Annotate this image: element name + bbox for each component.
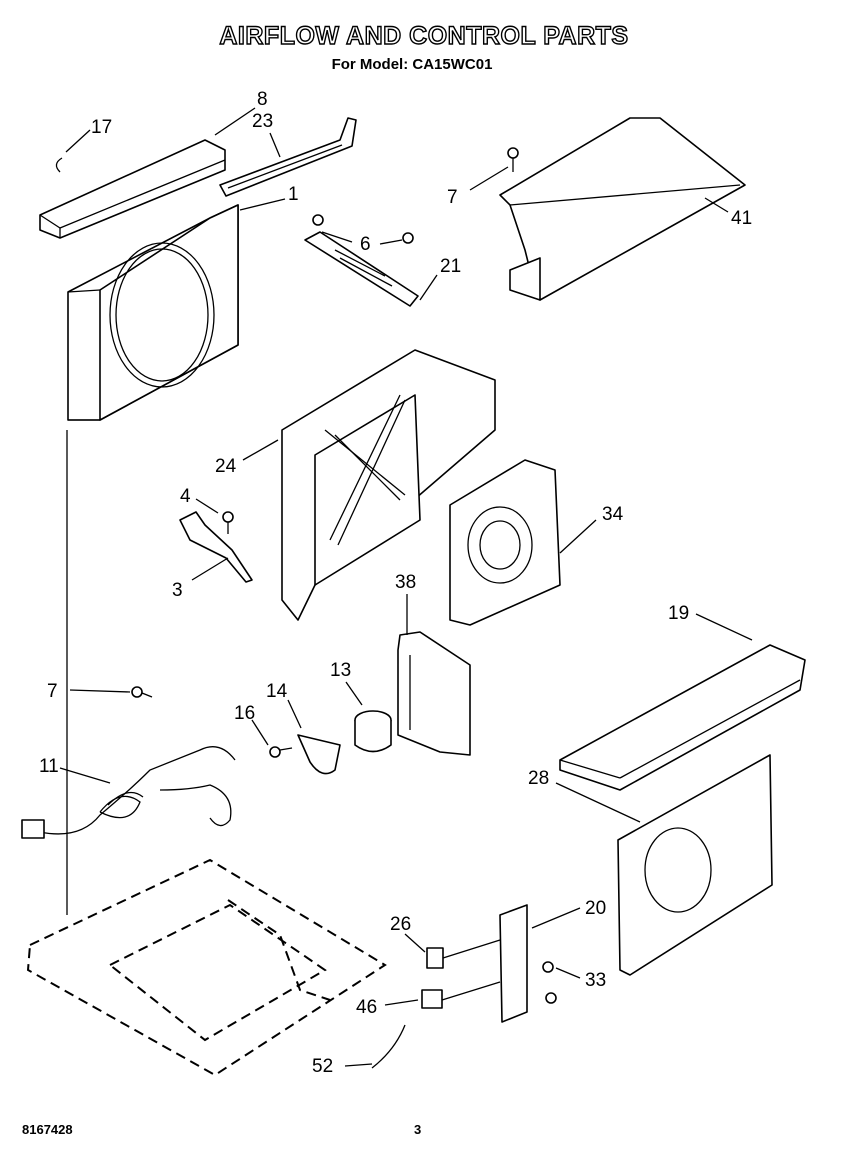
part-41-top-cover: [499, 117, 746, 301]
callout-46: 46: [356, 997, 377, 1018]
part-23-seal-strip: [219, 117, 357, 197]
callout-6: 6: [360, 234, 371, 255]
leader-lines: [59, 107, 753, 1067]
part-38-capacitor-bracket: [397, 631, 471, 756]
callout-17: 17: [91, 117, 112, 138]
base-pan-outline: [26, 858, 387, 1077]
page-number: 3: [414, 1122, 422, 1137]
part-6-screws: [312, 214, 414, 244]
part-33-screws: [542, 961, 557, 1004]
callout-28: 28: [528, 768, 549, 789]
part-7-screw-left: [131, 686, 153, 698]
callout-21: 21: [440, 256, 461, 277]
callout-3: 3: [172, 580, 183, 601]
part-34-blower-housing: [449, 459, 561, 626]
callout-7-top: 7: [447, 187, 458, 208]
callout-23: 23: [252, 111, 273, 132]
part-11-power-cord: [21, 746, 236, 839]
model-subtitle: For Model: CA15WC01: [331, 56, 493, 73]
callout-13: 13: [330, 660, 351, 681]
part-52-drain-tube: [371, 1024, 406, 1069]
callout-11: 11: [39, 756, 59, 777]
callout-1: 1: [288, 184, 299, 205]
part-19-support-rail: [559, 644, 806, 791]
callout-4: 4: [180, 486, 191, 507]
part-16-screw: [269, 746, 293, 758]
callout-8: 8: [257, 89, 268, 110]
part-21-mounting-bracket: [304, 231, 419, 307]
part-24-housing: [281, 349, 496, 621]
callout-52: 52: [312, 1056, 333, 1077]
page-title: AIRFLOW AND CONTROL PARTS: [219, 21, 629, 50]
callout-16: 16: [234, 703, 255, 724]
callout-26: 26: [390, 914, 411, 935]
document-number: 8167428: [22, 1122, 73, 1137]
part-7-screw-top: [507, 147, 519, 172]
part-28-condenser-shroud: [617, 754, 773, 976]
part-14-strap: [297, 734, 341, 775]
callout-38: 38: [395, 572, 416, 593]
part-3-clip-bracket: [179, 511, 253, 583]
part-20-control-bracket: [499, 904, 528, 1023]
callout-7-left: 7: [47, 681, 58, 702]
part-13-capacitor: [354, 710, 392, 753]
part-17-clip: [55, 157, 63, 173]
callout-41: 41: [731, 208, 752, 229]
callout-33: 33: [585, 970, 606, 991]
part-46-switch: [421, 989, 443, 1009]
callout-20: 20: [585, 898, 606, 919]
part-26-switch: [426, 947, 444, 969]
part-1-fan-shroud: [67, 204, 239, 421]
part-8-top-bracket: [39, 139, 226, 239]
callout-14: 14: [266, 681, 288, 702]
callout-24: 24: [215, 456, 237, 477]
wire-harness: [441, 939, 501, 1001]
callout-19: 19: [668, 603, 689, 624]
part-4-screw: [222, 511, 234, 534]
callout-34: 34: [602, 504, 624, 525]
